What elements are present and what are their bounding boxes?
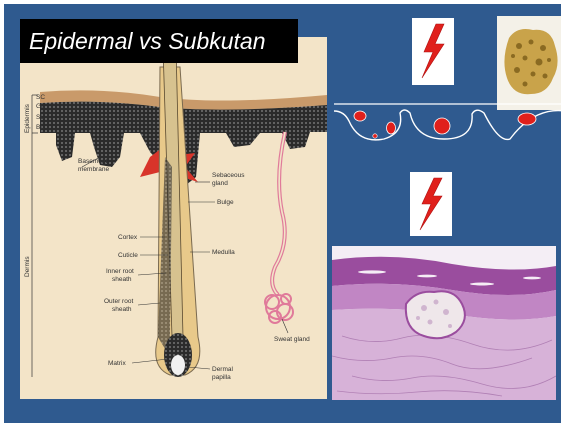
label-medulla: Medulla (212, 249, 235, 256)
label-outer-root-2: sheath (112, 306, 132, 313)
label-sc: SC (36, 94, 45, 101)
label-basement-1: Basement (78, 158, 107, 165)
label-inner-root-2: sheath (112, 276, 132, 283)
lightning-box-top (412, 18, 454, 85)
label-dermis: Dermis (24, 256, 31, 277)
label-bulge: Bulge (217, 199, 234, 206)
label-sweat-gland: Sweat gland (274, 336, 310, 343)
label-cortex: Cortex (118, 234, 138, 241)
label-dermal-2: papilla (212, 374, 231, 381)
label-inner-root-1: Inner root (106, 268, 134, 275)
lightning-icon (412, 18, 454, 85)
histology-image (332, 246, 556, 400)
label-cuticle: Cuticle (118, 252, 138, 259)
label-epidermis: Epidermis (24, 103, 31, 133)
slide-title-box: Epidermal vs Subkutan (20, 19, 298, 63)
label-sebaceous-2: gland (212, 180, 228, 187)
lightning-icon (410, 172, 452, 236)
slide-title: Epidermal vs Subkutan (20, 19, 298, 63)
lightning-box-middle (410, 172, 452, 236)
label-sl: SL (36, 114, 44, 121)
label-basement-2: membrane (78, 166, 109, 173)
label-matrix: Matrix (108, 360, 126, 367)
label-dermal-1: Dermal (212, 366, 234, 373)
hair-follicle-diagram: SC GL SL BL Epidermis Dermis Basement me… (20, 37, 327, 399)
sponge-photo (497, 16, 561, 110)
label-bl: BL (36, 124, 44, 131)
label-gl: GL (36, 103, 45, 110)
label-sebaceous-1: Sebaceous (212, 172, 245, 179)
label-outer-root-1: Outer root (104, 298, 133, 305)
slide: SC GL SL BL Epidermis Dermis Basement me… (4, 4, 561, 423)
